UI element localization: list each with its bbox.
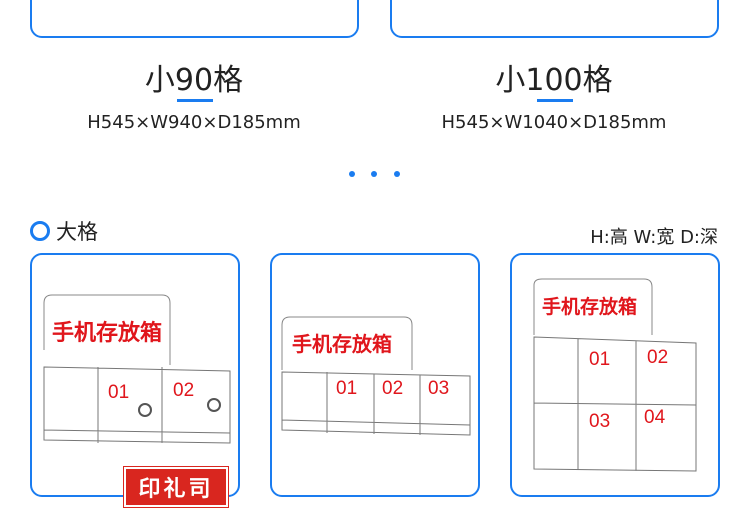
sign-text: 手机存放箱 [542,295,637,318]
title-underline [537,99,573,102]
section-title: 大格 [56,220,98,244]
sign-text: 手机存放箱 [52,320,162,346]
product-dimensions: H545×W940×D185mm [87,112,301,133]
product-title: 小90格 [144,63,244,98]
compartment-number: 03 [428,378,449,399]
compartment-number: 02 [382,378,403,399]
sign-text: 手机存放箱 [292,332,392,356]
compartment-number: 01 [589,349,610,370]
product-card[interactable]: 手机存放箱 01 02 03 04 [510,253,720,497]
product-card-top-2[interactable] [390,0,719,38]
product-title: 小100格 [495,63,613,98]
section-header: 大格 [30,216,98,246]
pager-dot[interactable] [371,171,377,177]
compartment-number: 04 [644,407,666,428]
locker-box-2-image: 手机存放箱 01 02 [43,294,231,444]
locker-box-3-image: 手机存放箱 01 02 03 [281,316,471,436]
product-card-top-1[interactable] [30,0,359,38]
compartment-number: 02 [647,347,668,368]
brand-seal-logo: 印礼司 [123,466,229,508]
circle-icon [30,221,50,241]
title-underline [177,99,213,102]
pager-dot[interactable] [394,171,400,177]
compartment-number: 03 [589,411,610,432]
product-dimensions: H545×W1040×D185mm [441,112,667,133]
product-card[interactable]: 手机存放箱 01 02 03 [270,253,480,497]
compartment-number: 02 [173,380,194,401]
dimension-legend: H:高 W:宽 D:深 [590,227,718,248]
pager-dot[interactable] [349,171,355,177]
product-card[interactable]: 手机存放箱 01 02 [30,253,240,497]
compartment-number: 01 [108,382,129,403]
compartment-number: 01 [336,378,357,399]
locker-box-4-image: 手机存放箱 01 02 03 04 [533,278,697,472]
